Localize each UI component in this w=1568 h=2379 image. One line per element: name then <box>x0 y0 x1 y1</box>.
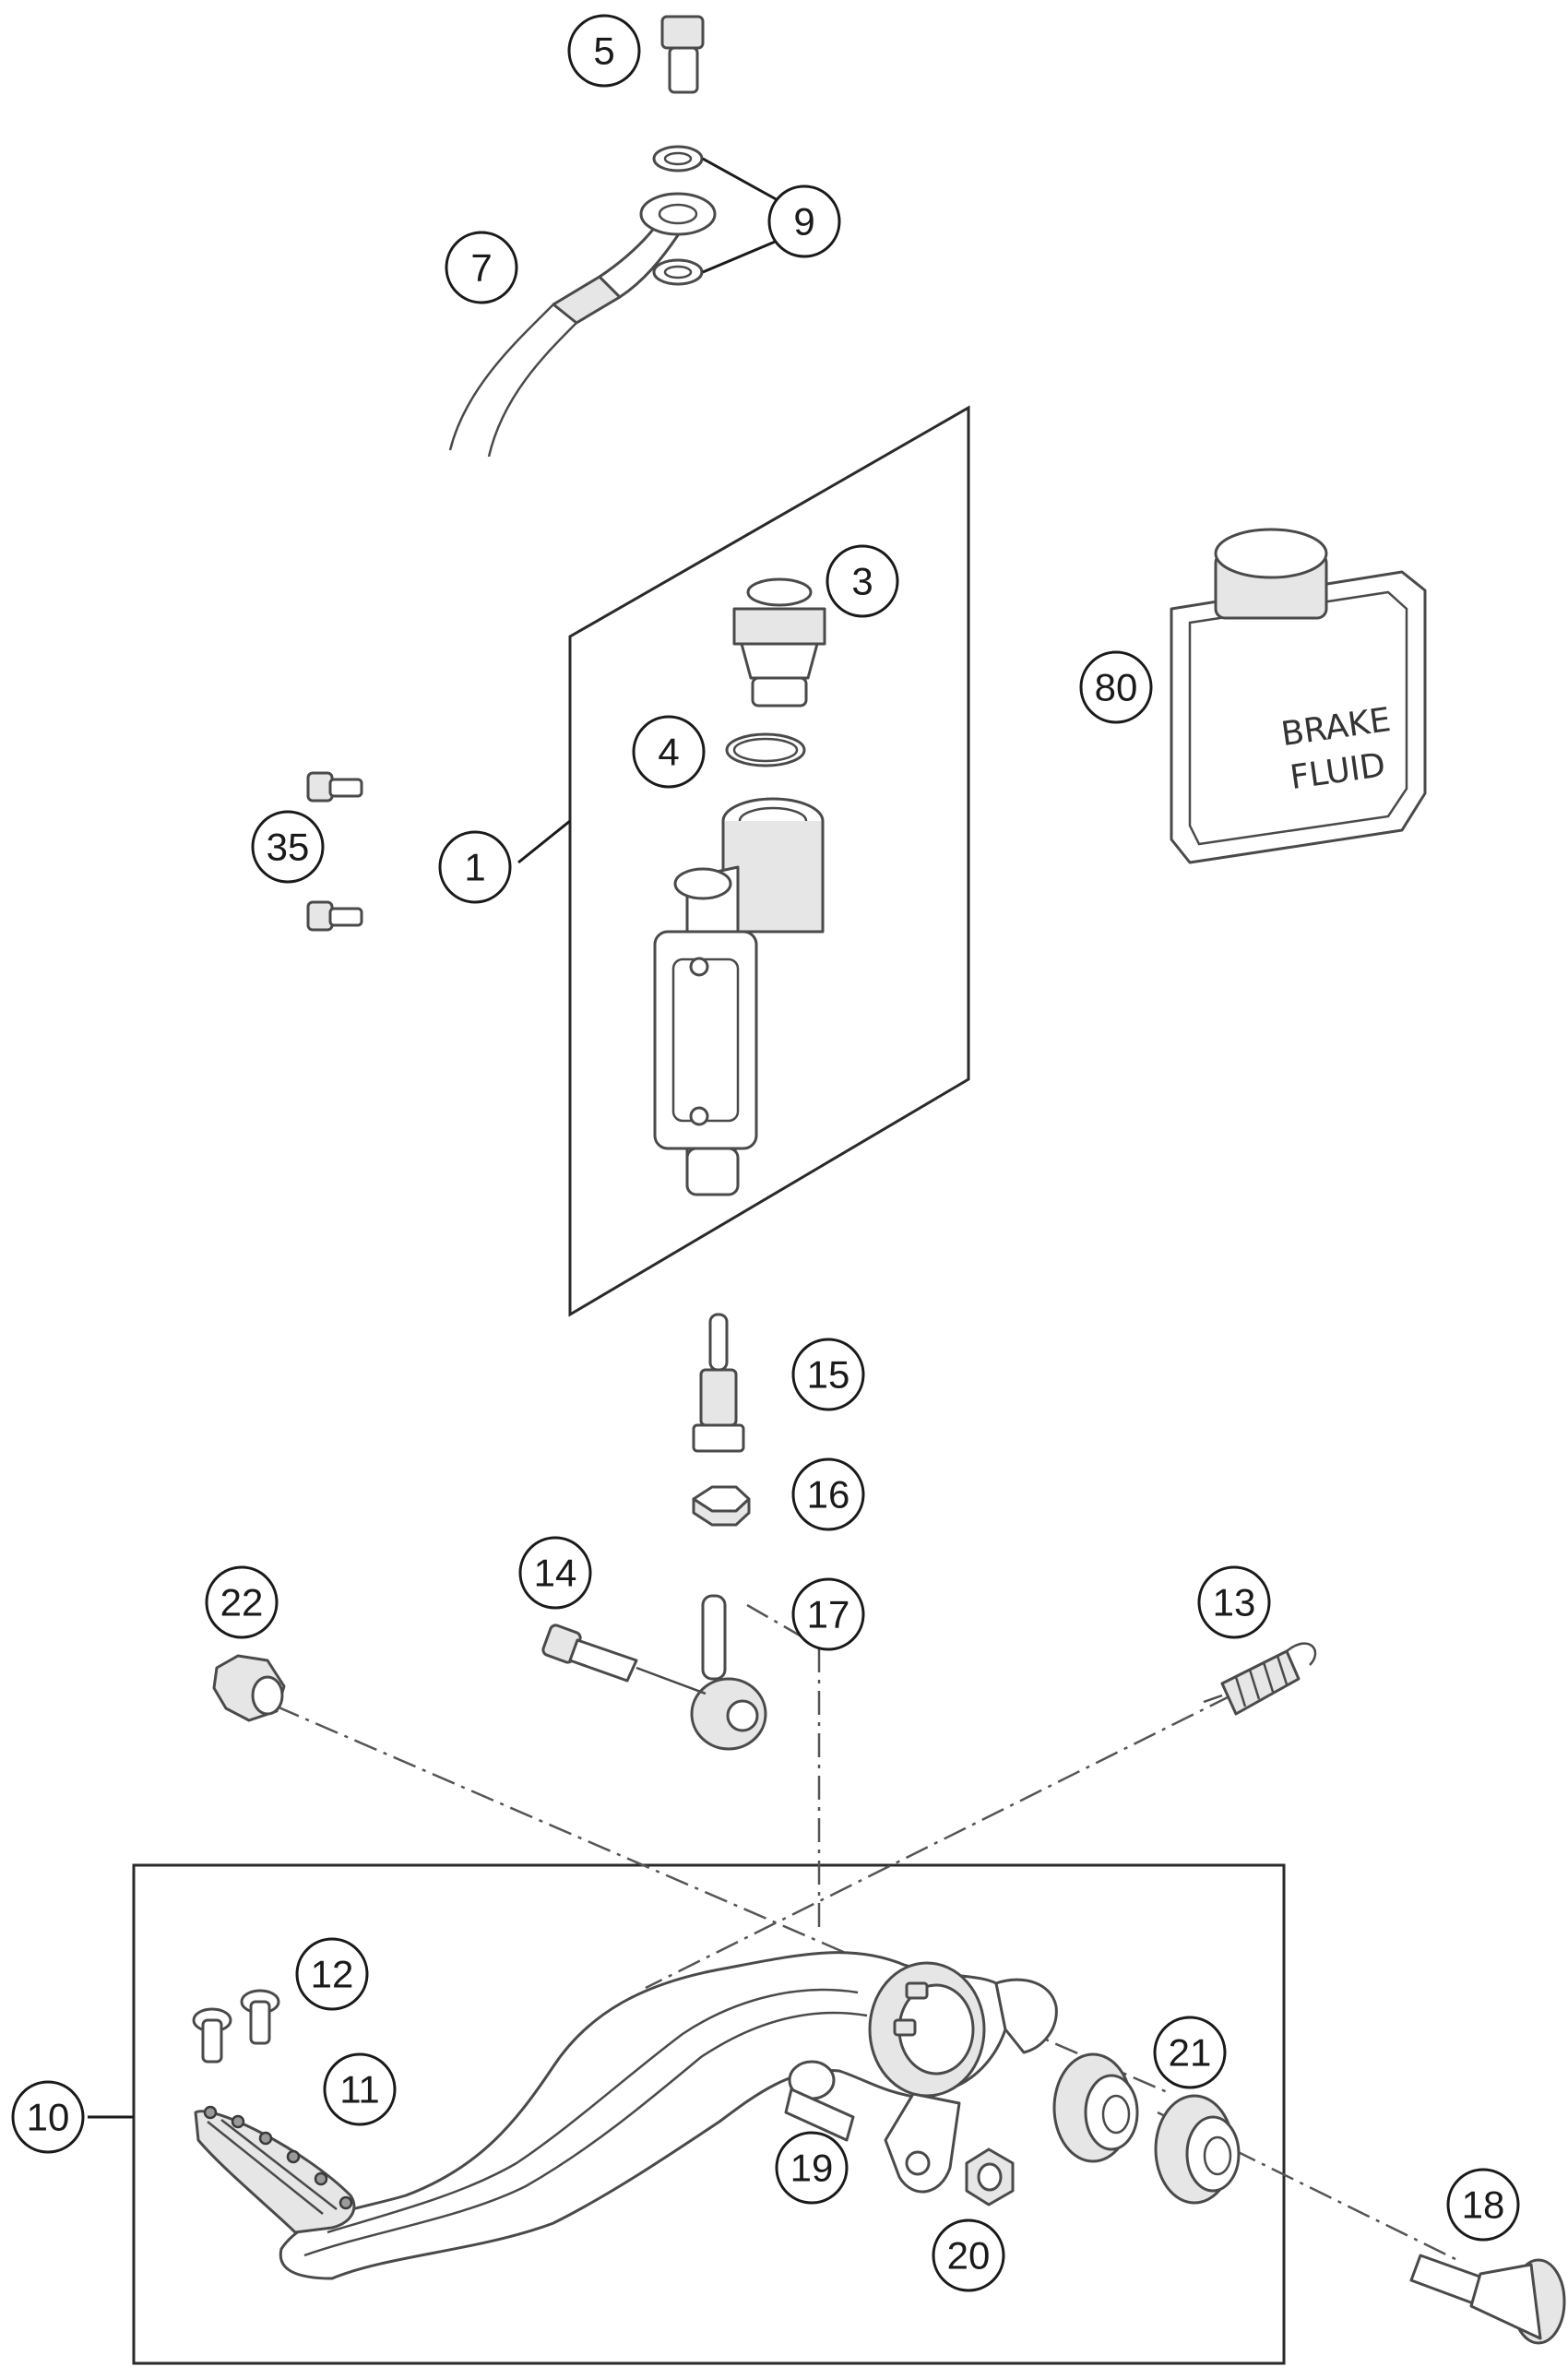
svg-text:16: 16 <box>807 1473 850 1517</box>
pedal-screws-part <box>192 1989 280 2064</box>
callout-10[interactable]: 10 <box>11 2080 85 2154</box>
callout-5[interactable]: 5 <box>567 14 641 88</box>
screws-part <box>306 771 363 932</box>
sealing-ring-upper <box>652 145 704 172</box>
svg-text:14: 14 <box>534 1552 577 1595</box>
svg-text:15: 15 <box>807 1353 850 1397</box>
fork-head-part <box>690 1594 767 1751</box>
callout-1[interactable]: 1 <box>438 830 512 904</box>
brake-pedal-group-frame <box>132 1863 1286 2365</box>
callout-7[interactable]: 7 <box>445 231 518 304</box>
callout-21[interactable]: 21 <box>1153 2016 1227 2089</box>
reservoir-fitting-part <box>732 577 826 708</box>
callout-9[interactable]: 9 <box>767 184 841 258</box>
callout-14[interactable]: 14 <box>518 1536 592 1610</box>
callout-19[interactable]: 19 <box>775 2131 849 2205</box>
svg-text:7: 7 <box>470 246 492 290</box>
callout-12[interactable]: 12 <box>295 1937 369 2011</box>
pivot-bolt-part <box>1409 2254 1566 2345</box>
svg-text:20: 20 <box>947 2234 991 2278</box>
callout-35[interactable]: 35 <box>251 810 325 884</box>
master-cylinder-group-frame <box>568 405 970 1317</box>
callout-17[interactable]: 17 <box>791 1577 865 1651</box>
svg-text:3: 3 <box>851 560 873 603</box>
svg-text:22: 22 <box>220 1581 264 1624</box>
callout-13[interactable]: 13 <box>1197 1565 1271 1639</box>
leader-9-lower <box>702 238 780 274</box>
svg-text:4: 4 <box>658 731 679 774</box>
brake-pedal-part <box>279 1951 1058 2280</box>
svg-text:19: 19 <box>790 2147 834 2190</box>
leader-9-upper <box>702 157 780 203</box>
master-cylinder-part <box>653 797 825 1196</box>
callout-20[interactable]: 20 <box>932 2218 1005 2292</box>
svg-text:35: 35 <box>267 826 310 869</box>
bearings-part <box>1052 2052 1241 2205</box>
bushing-part <box>965 2147 1015 2207</box>
sealing-ring-lower <box>652 258 704 286</box>
callout-80[interactable]: 80 <box>1079 650 1153 724</box>
svg-text:80: 80 <box>1095 666 1138 709</box>
callout-15[interactable]: 15 <box>791 1338 865 1411</box>
banjo-bolt-part <box>660 15 705 94</box>
leader-1 <box>517 819 571 864</box>
svg-text:21: 21 <box>1169 2031 1212 2075</box>
brake-hose-part <box>448 192 717 458</box>
svg-text:12: 12 <box>311 1953 354 1996</box>
pin-part <box>784 2060 855 2142</box>
callout-3[interactable]: 3 <box>826 544 899 618</box>
foot-plate-part <box>194 2105 356 2234</box>
brake-fluid-container-part: BRAKE FLUID <box>1170 528 1427 864</box>
collar-nut-part <box>212 1654 286 1722</box>
callout-22[interactable]: 22 <box>205 1565 279 1639</box>
push-rod-part <box>692 1313 745 1453</box>
svg-text:11: 11 <box>339 2068 380 2111</box>
svg-text:17: 17 <box>807 1593 850 1636</box>
svg-text:13: 13 <box>1213 1581 1256 1624</box>
svg-text:9: 9 <box>793 200 814 244</box>
callout-11[interactable]: 11 <box>323 2052 397 2126</box>
assembly-line-17 <box>746 1603 821 1928</box>
svg-text:5: 5 <box>593 30 614 73</box>
spring-part <box>1203 1642 1317 1716</box>
callout-16[interactable]: 16 <box>791 1457 865 1531</box>
callout-4[interactable]: 4 <box>632 715 706 789</box>
svg-text:18: 18 <box>1462 2183 1505 2227</box>
callout-18[interactable]: 18 <box>1446 2168 1520 2242</box>
svg-text:1: 1 <box>464 846 485 889</box>
svg-text:10: 10 <box>27 2096 70 2139</box>
bolt-part <box>541 1624 707 1695</box>
